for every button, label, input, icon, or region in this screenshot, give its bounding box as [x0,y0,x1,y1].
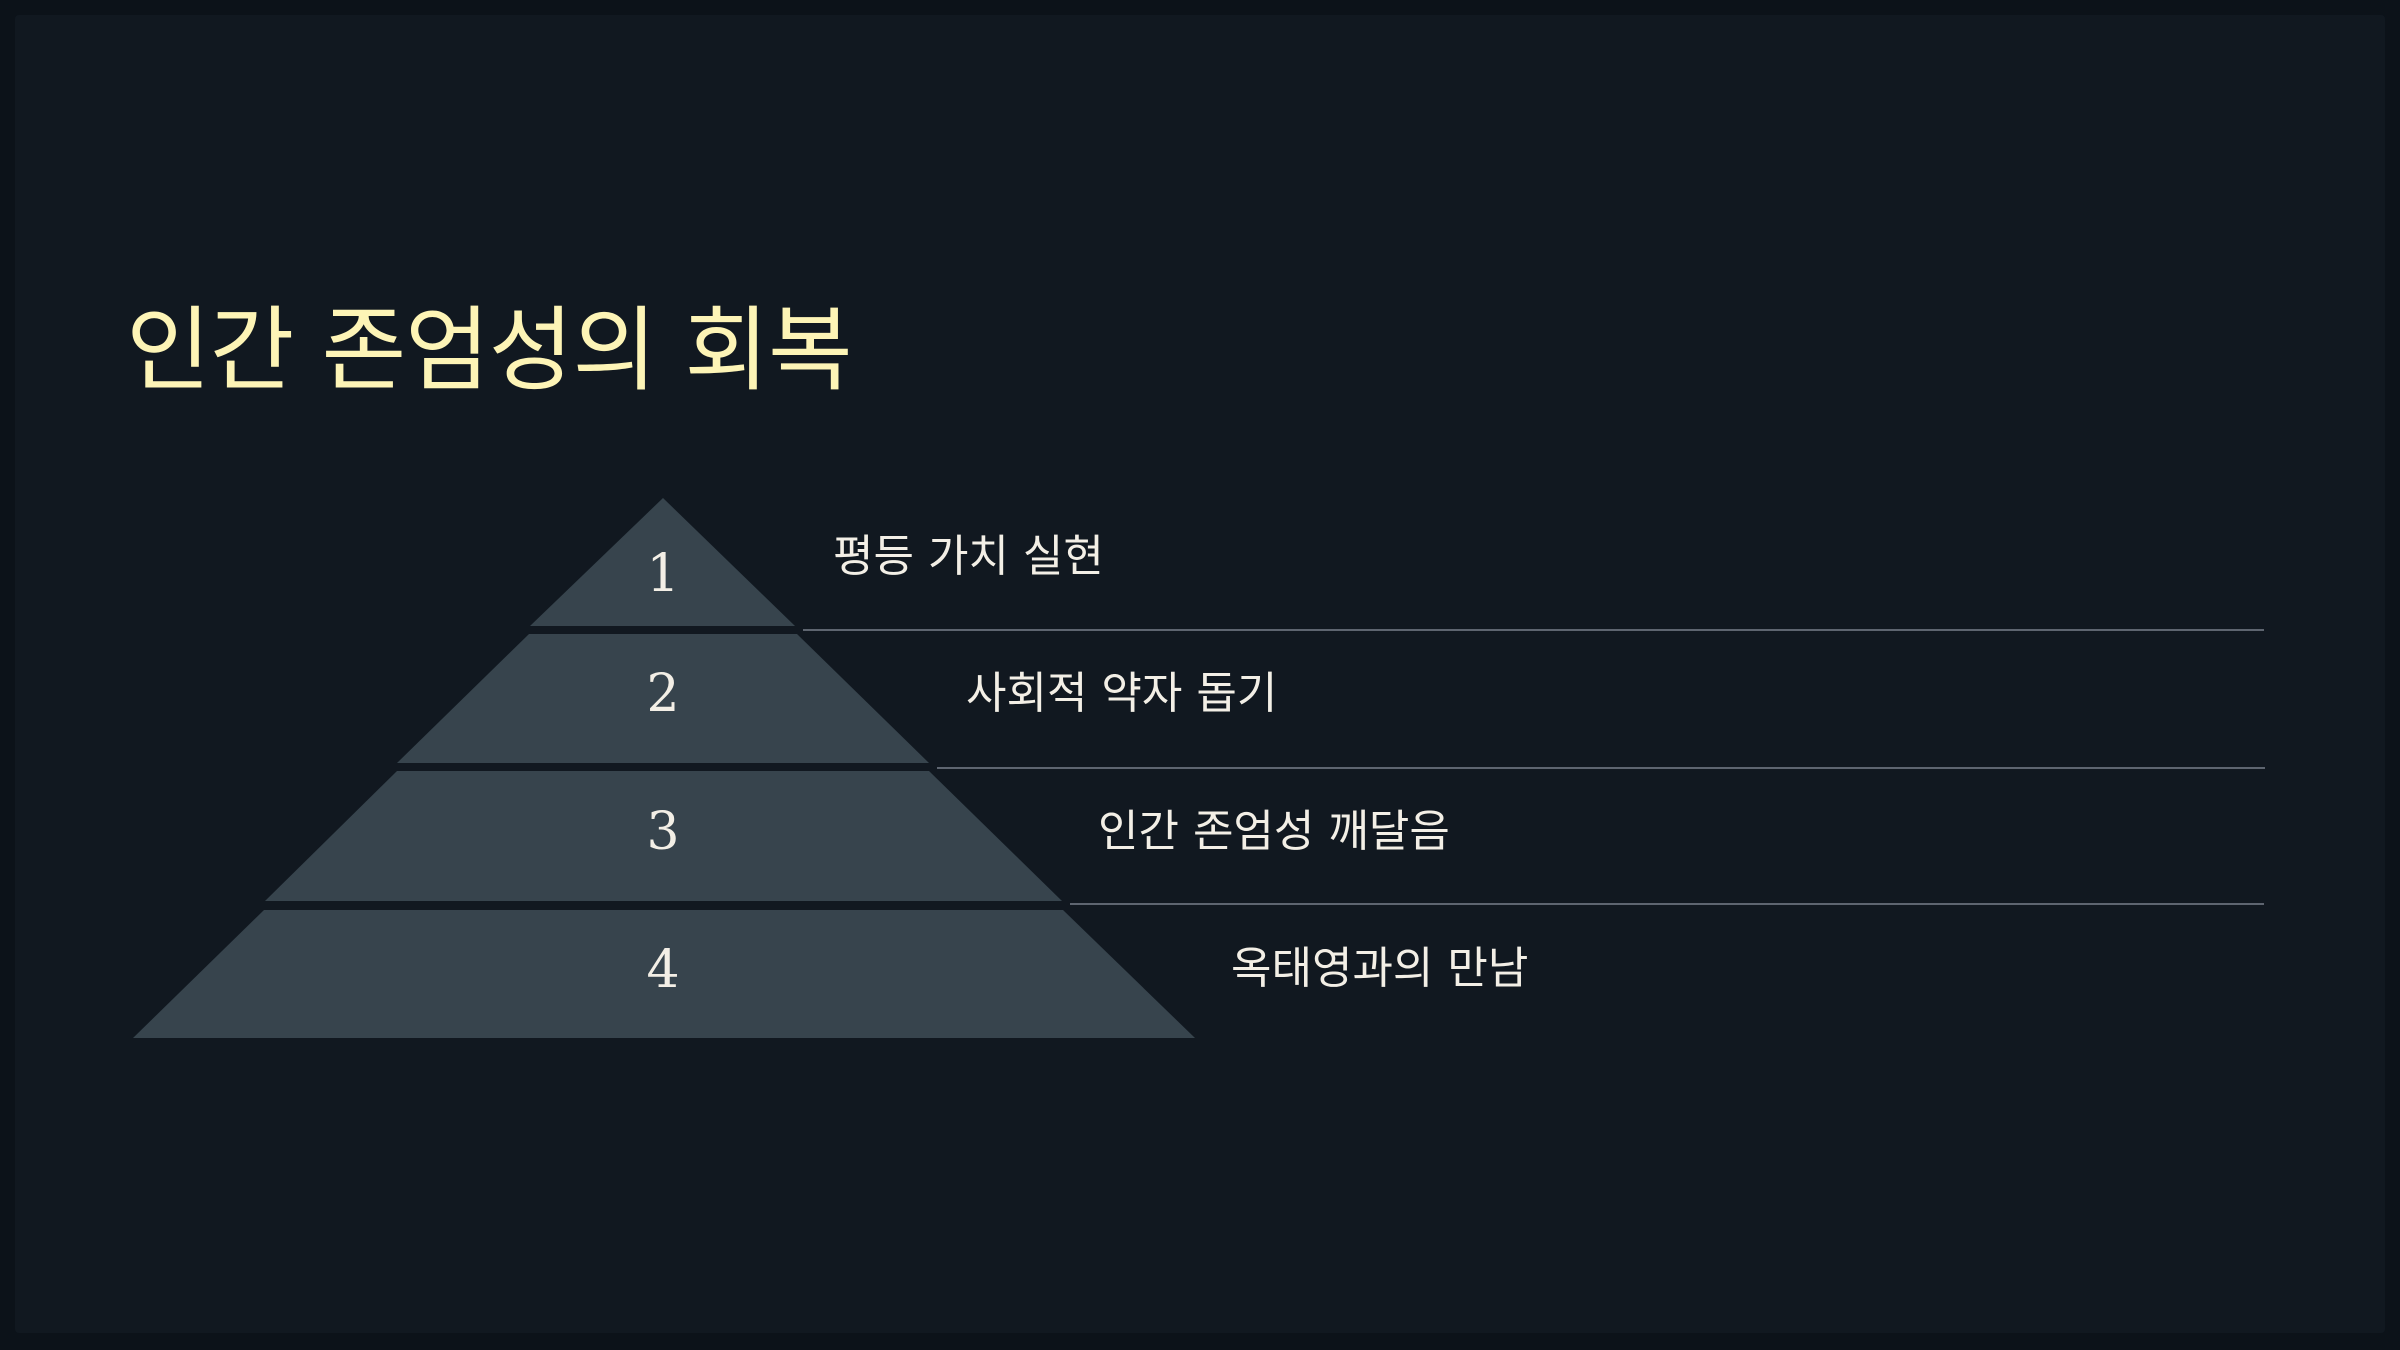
slide-title: 인간 존엄성의 회복 [126,297,853,404]
pyramid-tier-3 [265,771,1062,901]
tier-label-1: 평등 가치 실현 [833,531,1104,582]
tier-label-4: 옥태영과의 만남 [1231,943,1529,994]
tier-number-1: 1 [646,544,680,604]
pyramid-tier-4 [133,910,1195,1038]
pyramid-tier-1 [530,498,795,626]
slide [15,15,2385,1333]
tier-number-2: 2 [646,664,680,724]
tier-number-3: 3 [646,802,680,862]
tier-number-4: 4 [646,940,680,1000]
tier-label-2: 사회적 약자 돕기 [966,668,1278,719]
tier-label-3: 인간 존엄성 깨달음 [1098,806,1450,857]
pyramid-tier-2 [397,634,929,763]
